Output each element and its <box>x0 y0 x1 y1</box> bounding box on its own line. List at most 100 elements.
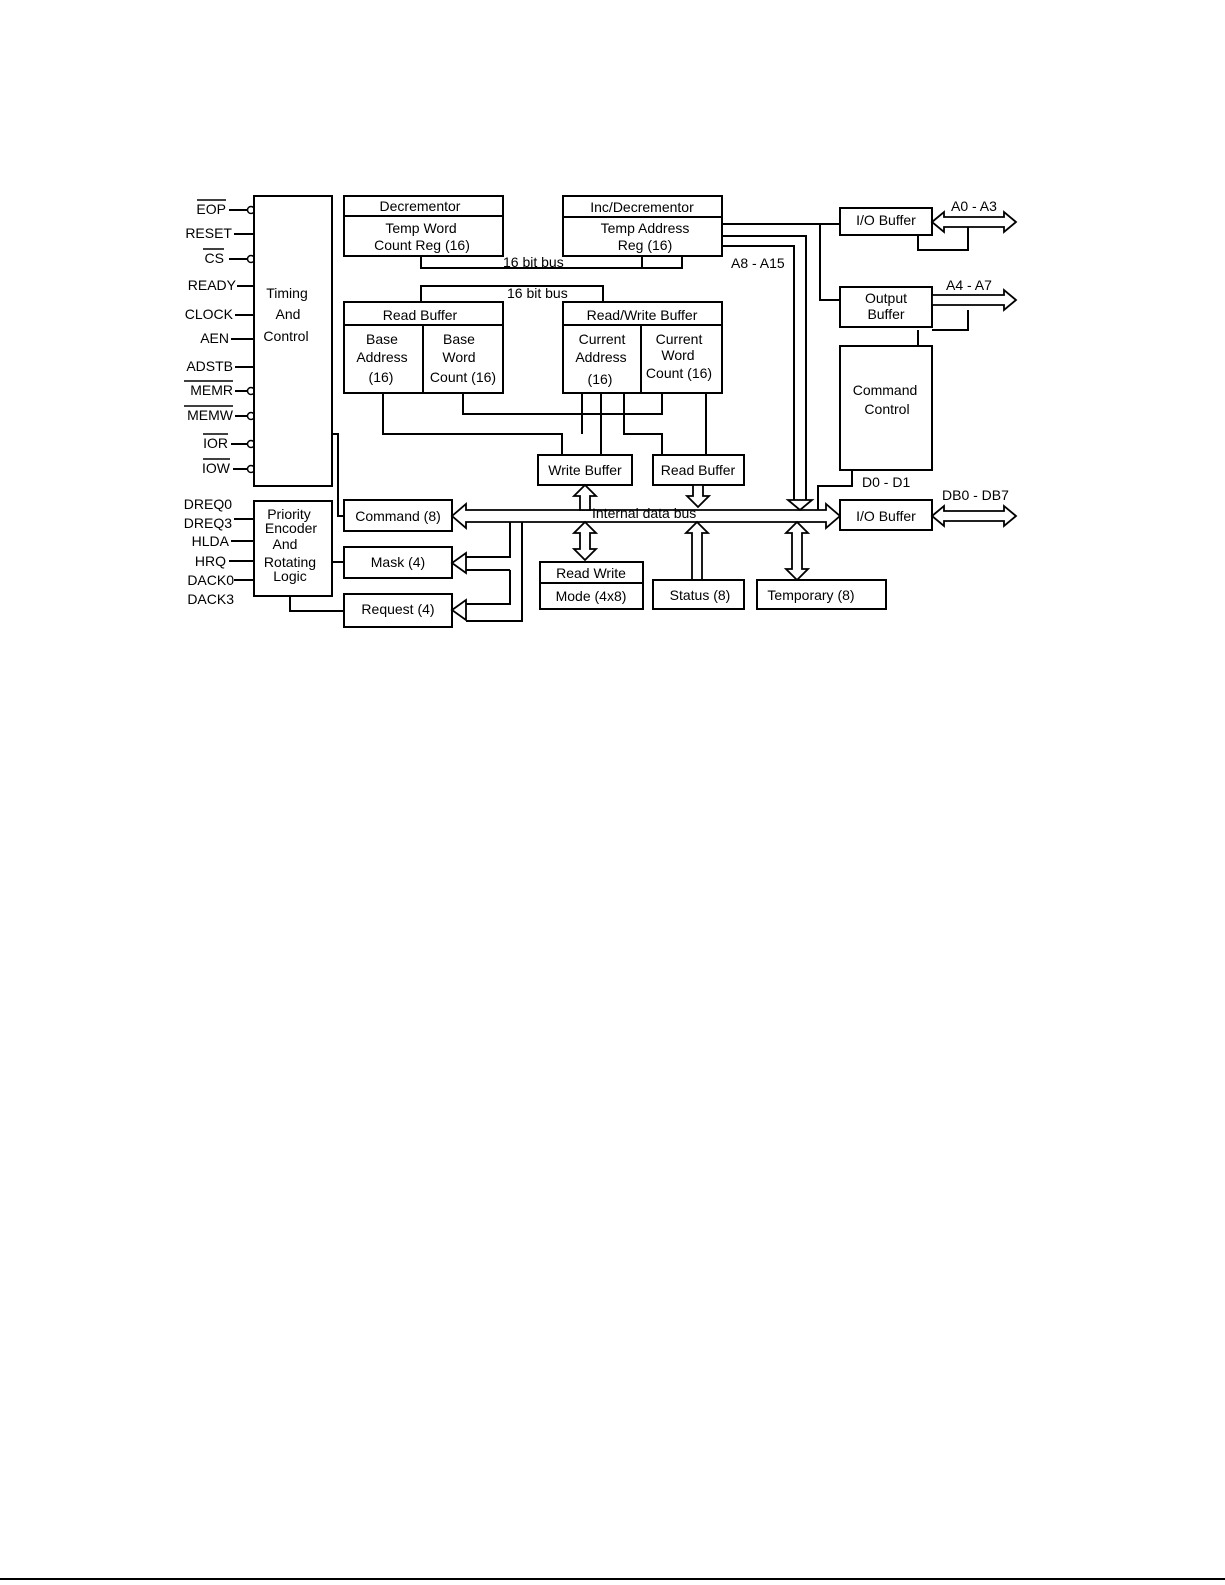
priority-label-1: Priority <box>267 506 311 522</box>
write-buffer-label: Write Buffer <box>548 462 622 478</box>
bus-16bit-a-line <box>420 256 683 269</box>
bus-16bit-b-line <box>420 285 604 302</box>
priority-label-3: And <box>273 536 298 552</box>
bus-16bit-a-label: 16 bit bus <box>503 254 564 270</box>
pin-dack3: DACK3 <box>187 591 234 607</box>
base-word-count-label-3: Count (16) <box>430 369 496 385</box>
io-buffer-bottom-label: I/O Buffer <box>856 508 916 524</box>
left-pin-lines <box>229 209 254 470</box>
address-lines <box>722 223 969 510</box>
current-address-label-1: Current <box>579 331 626 347</box>
control-connections <box>289 433 344 612</box>
read-buffer-label: Read Buffer <box>383 307 458 323</box>
bus-16bit-b-label: 16 bit bus <box>507 285 568 301</box>
pin-memw: MEMW <box>187 407 234 423</box>
timing-label-1: Timing <box>266 285 308 301</box>
priority-label-4: Rotating <box>264 554 316 570</box>
pin-clock: CLOCK <box>185 306 234 322</box>
register-arrowheads <box>450 551 467 622</box>
request-register-block <box>343 593 453 628</box>
status-register-block <box>652 579 745 610</box>
status-bus-arrow <box>683 520 711 581</box>
pin-adstb: ADSTB <box>186 358 233 374</box>
timing-control-block <box>253 195 333 487</box>
pin-dreq0: DREQ0 <box>184 496 232 512</box>
command-register-label: Command (8) <box>355 508 441 524</box>
temp-word-count-label-2: Count Reg (16) <box>374 237 470 253</box>
current-address-label-2: Address <box>575 349 626 365</box>
pin-eop: EOP <box>196 201 226 217</box>
write-buffer-bus-arrow <box>571 483 599 511</box>
priority-encoder-block <box>253 500 333 597</box>
pin-aen: AEN <box>200 330 229 346</box>
pin-hlda: HLDA <box>192 533 230 549</box>
a0-a3-bus-arrow <box>930 210 1018 234</box>
mask-register-label: Mask (4) <box>371 554 425 570</box>
command-control-label-2: Control <box>864 401 909 417</box>
base-word-count-label-1: Base <box>443 331 475 347</box>
pin-ior: IOR <box>203 435 228 451</box>
pin-memr: MEMR <box>190 382 233 398</box>
current-word-count-label-2: Word <box>661 347 694 363</box>
read-write-label: Read Write <box>556 565 626 581</box>
temp-address-block <box>562 216 723 257</box>
output-buffer-label-2: Buffer <box>867 306 904 322</box>
pin-hrq: HRQ <box>195 553 226 569</box>
pin-dack0: DACK0 <box>187 572 234 588</box>
decrementor-label: Decrementor <box>380 198 461 214</box>
base-address-label-2: Address <box>356 349 407 365</box>
io-buffer-top-label: I/O Buffer <box>856 212 916 228</box>
pin-ready: READY <box>188 277 237 293</box>
write-buffer-block <box>537 454 633 486</box>
temp-word-count-block <box>343 215 504 257</box>
output-buffer-block <box>839 286 933 328</box>
left-pins: EOP RESET CS READY CLOCK AEN ADSTB MEMR … <box>185 201 237 476</box>
pin-cs: CS <box>205 250 224 266</box>
current-address-label-3: (16) <box>588 371 613 387</box>
priority-label-5: Logic <box>273 568 306 584</box>
current-word-count-block <box>640 324 723 394</box>
db0-db7-label: DB0 - DB7 <box>942 487 1009 503</box>
output-buffer-label-1: Output <box>865 290 907 306</box>
register-wires <box>382 393 707 455</box>
temp-word-count-label-1: Temp Word <box>385 220 456 236</box>
temp-address-label-2: Reg (16) <box>618 237 672 253</box>
pin-reset: RESET <box>185 225 232 241</box>
rw-buffer-label: Read/Write Buffer <box>587 307 698 323</box>
read-buffer-bus-arrow <box>684 484 712 509</box>
base-address-label-1: Base <box>366 331 398 347</box>
timing-label-2: And <box>276 306 301 322</box>
d0-d1-label: D0 - D1 <box>862 474 910 490</box>
mode-register-block <box>539 582 644 610</box>
timing-label-3: Control <box>263 328 308 344</box>
current-word-count-label-3: Count (16) <box>646 365 712 381</box>
a0-a3-label: A0 - A3 <box>951 198 997 214</box>
pin-dreq3: DREQ3 <box>184 515 232 531</box>
temp-address-label-1: Temp Address <box>601 220 690 236</box>
temporary-register-block <box>756 579 887 610</box>
mode-register-label: Mode (4x8) <box>556 588 627 604</box>
current-word-count-label-1: Current <box>656 331 703 347</box>
read-buffer-small-label: Read Buffer <box>661 462 736 478</box>
page-bottom-rule <box>0 1578 1225 1580</box>
command-control-label-1: Command <box>853 382 918 398</box>
io-buffer-top-block <box>839 207 933 236</box>
priority-pin-lines <box>229 518 254 581</box>
command-register-block <box>343 499 453 532</box>
pin-iow: IOW <box>202 460 231 476</box>
status-register-label: Status (8) <box>670 587 731 603</box>
priority-pins: DREQ0 DREQ3 HLDA HRQ DACK0 DACK3 <box>184 496 234 607</box>
io-buffer-bottom-block <box>839 499 933 531</box>
read-buffer-small-block <box>652 454 745 486</box>
command-control-block <box>839 345 933 471</box>
a4-a7-label: A4 - A7 <box>946 277 992 293</box>
internal-data-bus-label: Internal data bus <box>592 505 696 521</box>
register-feedback-lines <box>466 522 523 622</box>
db0-db7-bus-arrow <box>930 504 1018 528</box>
priority-label-2: Encoder <box>265 520 317 536</box>
base-word-count-label-2: Word <box>442 349 475 365</box>
mode-bus-arrow <box>571 520 599 562</box>
temporary-register-label: Temporary (8) <box>767 587 854 603</box>
mask-register-block <box>343 546 453 579</box>
